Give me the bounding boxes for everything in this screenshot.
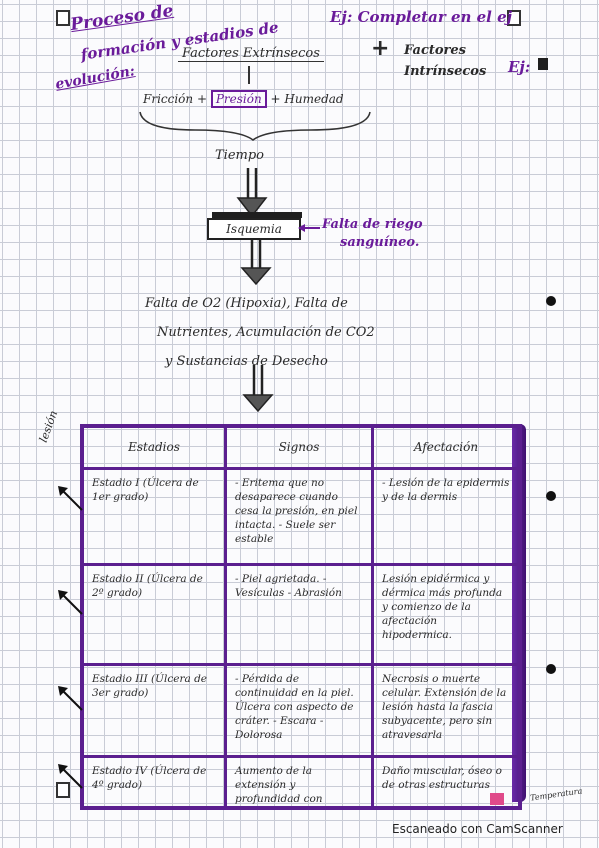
table-cell-signos-1: - Eritema que no desaparece cuando cesa … [227,470,374,566]
table-cell-estadio-1: Estadio I (Úlcera de 1er grado) [84,470,227,566]
margin-note: lesión [36,408,61,445]
consecuencia-line3: y Sustancias de Desecho [165,354,328,369]
corner-marker-mid-right [538,58,548,70]
factores-intrinsecos-line2: Intrínsecos [404,64,487,79]
falta-riego-note: Falta de riego sanguíneo. [322,216,423,252]
table-header-estadios: Estadios [84,428,227,470]
corner-marker-bottom-left [56,782,70,798]
row-arrow-icon [58,764,83,789]
binder-hole [546,491,556,501]
tiempo-label: Tiempo [215,148,264,163]
factores-extrinsecos: Factores Extrínsecos [178,46,324,62]
friccion-presion-humedad-row: Fricción + Presión + Humedad [143,90,344,108]
presion-label: Presión [210,90,267,108]
down-arrow-icon [242,365,274,413]
consecuencia-line1: Falta de O2 (Hipoxia), Falta de [145,296,348,311]
humedad-label: + Humedad [270,92,344,106]
falta-riego-line2: sanguíneo. [340,235,420,250]
table-cell-estadio-4: Estadio IV (Úlcera de 4º grado) [84,758,227,806]
bottom-margin-note: Temperatura [529,786,583,803]
binder-hole [546,664,556,674]
down-arrow-icon [240,240,272,286]
corner-marker-top-left [56,10,70,26]
falta-riego-line1: Falta de riego [322,217,423,232]
title-line-3: evolución: [54,63,137,93]
pink-marker [490,793,504,805]
binder-hole [546,296,556,306]
connector-line [248,66,250,84]
isquemia-box: Isquemia [207,218,301,240]
example-note-right: Ej: [508,58,531,76]
scanner-watermark: Escaneado con CamScanner [392,822,563,836]
consecuencia-line2: Nutrientes, Acumulación de CO2 [157,325,375,340]
factores-intrinsecos-line1: Factores [404,43,466,58]
table-cell-signos-3: - Pérdida de continuidad en la piel. Úlc… [227,666,374,758]
table-header-signos: Signos [227,428,374,470]
plus-sign: + [371,36,390,61]
brace-shape [139,111,371,142]
table-cell-signos-4: Aumento de la extensión y profundidad co… [227,758,374,806]
row-arrow-icon [58,486,83,511]
estadios-table: Estadios Signos Afectación Estadio I (Úl… [80,424,522,810]
table-cell-afectacion-4: Daño muscular, óseo o de otras estructur… [382,765,502,791]
table-cell-estadio-3: Estadio III (Úlcera de 3er grado) [84,666,227,758]
consecuencias-text: Falta de O2 (Hipoxia), Falta de Nutrient… [145,289,415,376]
isquemia-shadow [212,212,302,218]
table-header-afectacion: Afectación [374,428,518,470]
table-cell-afectacion-2: Lesión epidérmica y dérmica más profunda… [374,566,518,666]
factores-intrinsecos: Factores Intrínsecos [404,40,486,82]
friccion-label: Fricción + [143,92,208,106]
arrow-left-small-icon [298,224,320,232]
row-arrow-icon [58,686,83,711]
table-cell-signos-2: - Piel agrietada. - Vesículas - Abrasión [227,566,374,666]
example-note-top: Ej: Completar en el ej [330,8,513,26]
title-line-1: Proceso de [69,0,175,36]
table-cell-estadio-2: Estadio II (Úlcera de 2º grado) [84,566,227,666]
row-arrow-icon [58,590,83,615]
table-cell-afectacion-1: - Lesión de la epidermis y de la dermis [374,470,518,566]
down-arrow-icon [236,168,268,218]
table-cell-afectacion-3: Necrosis o muerte celular. Extensión de … [374,666,518,758]
corner-marker-top-right [507,10,521,26]
